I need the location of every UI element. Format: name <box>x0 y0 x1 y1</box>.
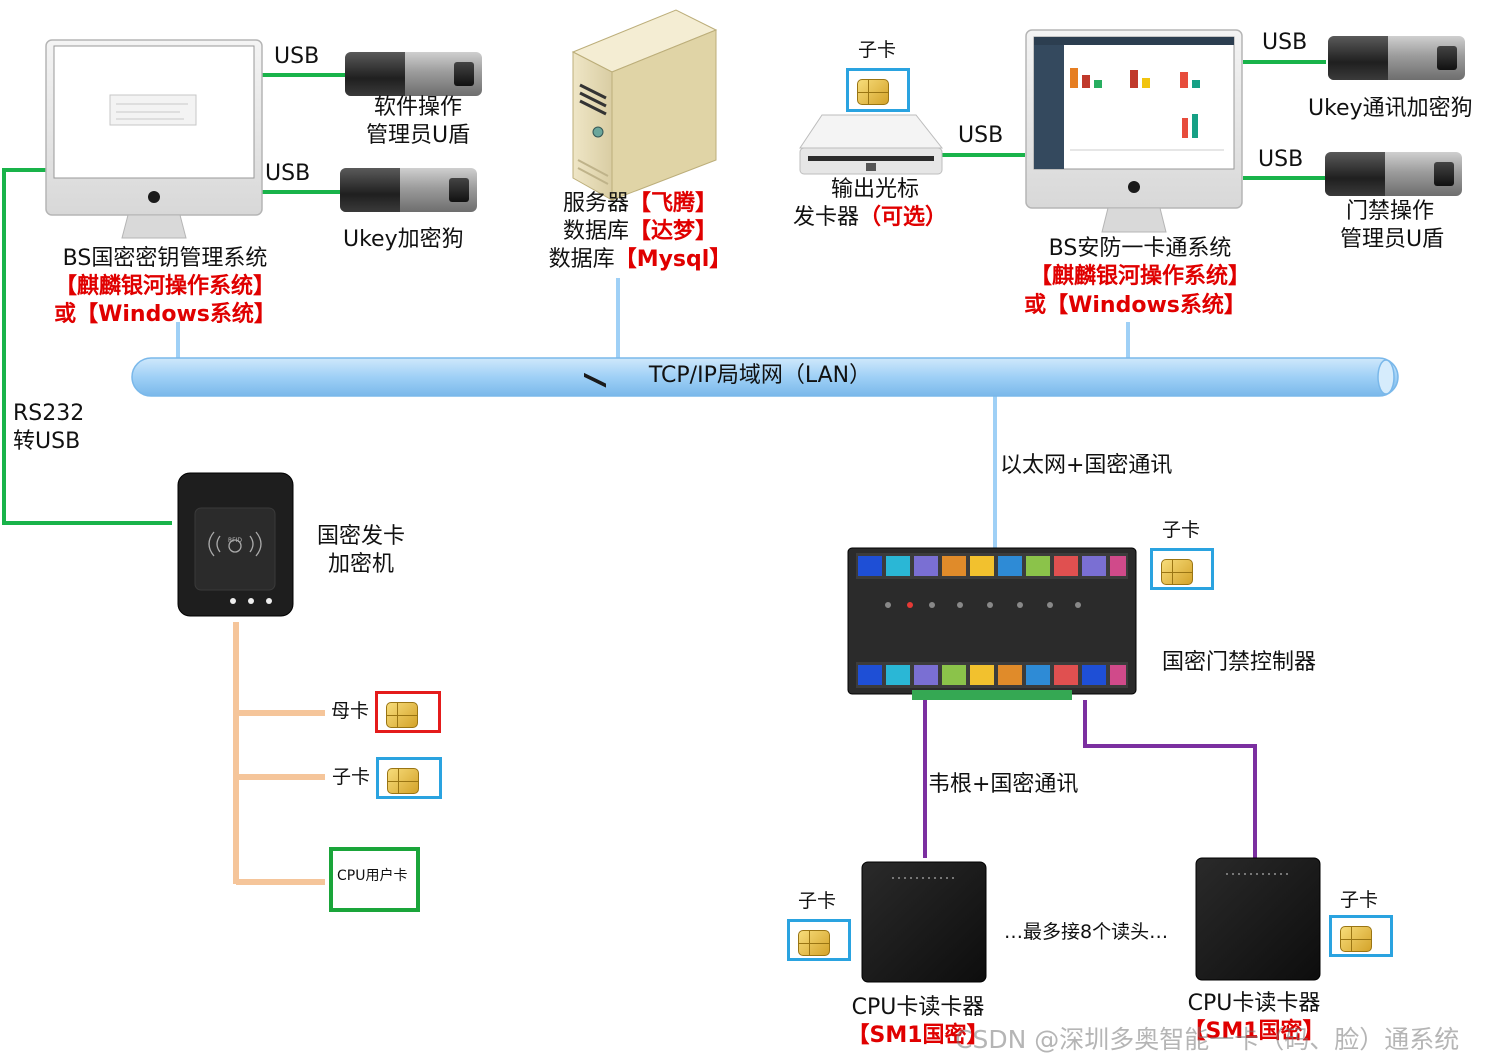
server-line2-prefix: 数据库 <box>562 219 629 244</box>
reader-left-line1: CPU卡读卡器 <box>851 995 985 1020</box>
right-system-title: BS安防一卡通系统 <box>1048 236 1232 261</box>
admin-key-label-line1: 软件操作 <box>373 95 462 120</box>
issuer-line1: 输出光标 <box>830 177 919 202</box>
controller-label: 国密门禁控制器 <box>1162 650 1317 675</box>
master-card <box>375 691 441 733</box>
chip-icon <box>798 930 830 956</box>
usb-label-left-top: USB <box>274 44 320 69</box>
door-admin-usb-key <box>1325 152 1462 196</box>
controller-sub-card <box>1150 548 1214 590</box>
cpu-user-card <box>329 847 420 912</box>
encryptor-line1: 国密发卡 <box>316 524 405 549</box>
encryptor-line2: 加密机 <box>327 552 394 577</box>
server-line2: 数据库【达梦】 <box>540 218 740 246</box>
admin-usb-key-left <box>345 52 482 96</box>
issuer-line2-red: （可选） <box>859 205 948 230</box>
card-tree <box>233 622 325 885</box>
left-os-line2: 或【Windows系统】 <box>54 302 276 327</box>
chip-icon <box>1340 926 1372 952</box>
reader-right-line2: 【SM1国密】 <box>1183 1019 1325 1044</box>
door-key-label-line2: 管理员U盾 <box>1339 227 1445 252</box>
server-line2-red: 【达梦】 <box>629 219 718 244</box>
chip-icon <box>1161 559 1193 585</box>
rs232-line1: RS232 <box>13 401 85 426</box>
right-os-line1: 【麒麟银河操作系统】 <box>1029 264 1250 289</box>
server-line3-red: 【Mysql】 <box>614 247 732 272</box>
ukey-dongle-right <box>1328 36 1465 80</box>
ethernet-label: 以太网+国密通讯 <box>1000 453 1173 478</box>
right-os-line2: 或【Windows系统】 <box>1024 293 1246 318</box>
door-key-label-line1: 门禁操作 <box>1345 199 1434 224</box>
master-card-label: 母卡 <box>331 700 370 722</box>
server-line3: 数据库【Mysql】 <box>530 246 750 274</box>
server-line1: 服务器【飞腾】 <box>540 190 740 218</box>
lan-pipe <box>131 357 1399 397</box>
encryptor-device: RFID <box>177 472 294 617</box>
ukey-label-right: Ukey通讯加密狗 <box>1308 96 1473 121</box>
reader-right-line1: CPU卡读卡器 <box>1187 991 1321 1016</box>
apple-logo-icon-right <box>1128 181 1140 193</box>
reader-right-sub-card <box>1329 915 1393 957</box>
card-reader-left <box>861 861 987 983</box>
issuer-line2-prefix: 发卡器 <box>792 205 859 230</box>
admin-key-label-line2: 管理员U盾 <box>365 123 471 148</box>
left-system-title: BS国密密钥管理系统 <box>62 246 268 271</box>
chip-icon <box>386 702 418 728</box>
reader-left-line2: 【SM1国密】 <box>847 1023 989 1048</box>
wiegand-label: 韦根+国密通讯 <box>928 772 1079 797</box>
ukey-label-left: Ukey加密狗 <box>343 227 464 252</box>
usb-label-left-bottom: USB <box>265 161 311 186</box>
cpu-user-card-label: CPU用户卡 <box>337 868 408 884</box>
lan-label: TCP/IP局域网（LAN） <box>648 363 872 388</box>
watermark: CSDN @深圳多奥智能一卡（码、脸）通系统 <box>955 1025 1460 1054</box>
ukey-dongle-left <box>340 168 477 212</box>
rs232-link <box>2 168 172 525</box>
card-issuer-device <box>799 114 944 175</box>
door-controller <box>847 547 1137 700</box>
card-reader-right <box>1195 857 1321 981</box>
issuer-card-label: 子卡 <box>858 39 897 61</box>
rs232-line2: 转USB <box>13 429 81 454</box>
right-monitor <box>1025 29 1243 233</box>
left-os-line1: 【麒麟银河操作系统】 <box>54 274 275 299</box>
controller-card-label: 子卡 <box>1162 519 1201 541</box>
server-line3-prefix: 数据库 <box>548 247 615 272</box>
left-monitor <box>45 39 263 239</box>
server-tower <box>571 9 718 388</box>
server-line1-prefix: 服务器 <box>562 191 629 216</box>
usb-label-right-bottom: USB <box>1258 147 1304 172</box>
max-readers-label: …最多接8个读头… <box>1004 921 1169 943</box>
issuer-sub-card <box>846 68 910 112</box>
chip-icon <box>387 768 419 794</box>
usb-label-issuer: USB <box>958 123 1004 148</box>
apple-logo-icon <box>148 191 160 203</box>
chip-icon <box>857 79 889 105</box>
issuer-line2: 发卡器（可选） <box>780 204 960 232</box>
reader-left-card-label: 子卡 <box>798 890 837 912</box>
reader-left-sub-card <box>787 919 851 961</box>
reader-right-card-label: 子卡 <box>1340 889 1379 911</box>
encryptor-sub-card <box>376 757 442 799</box>
usb-label-right-top: USB <box>1262 30 1308 55</box>
wiegand-link-right <box>1083 700 1257 858</box>
sub-card-label: 子卡 <box>332 766 371 788</box>
server-line1-red: 【飞腾】 <box>629 191 718 216</box>
